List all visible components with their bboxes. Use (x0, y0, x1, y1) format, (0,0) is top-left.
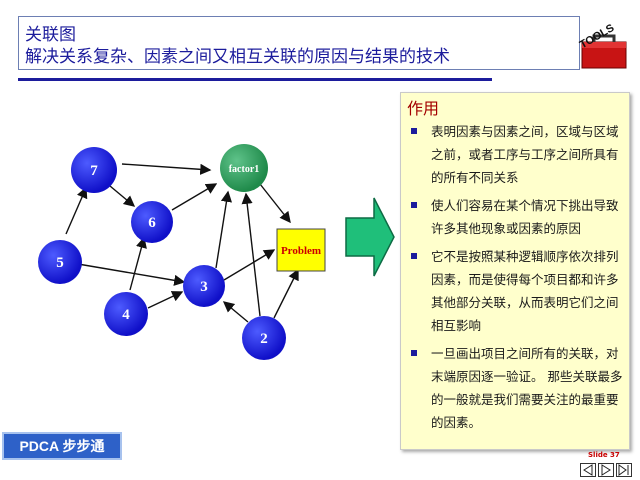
prev-slide-icon (583, 464, 593, 476)
end-slide-icon (618, 464, 629, 476)
edge-5-7 (65, 186, 88, 235)
edge-7-factor1 (121, 163, 212, 175)
node-5-label: 5 (56, 255, 64, 271)
bullet-text: 使人们容易在某个情况下挑出导致许多其他现象或因素的原因 (431, 198, 619, 236)
bullet-item: 表明因素与因素之间，区域与区域之前，或者工序与工序之间所具有的所有不同关系 (407, 120, 625, 189)
slide-number: Slide 37 (588, 451, 620, 459)
node-4-label: 4 (122, 307, 130, 323)
relationship-diagram: 7 6 5 4 3 2 factor1 Problem (38, 122, 338, 380)
node-factor1: factor1 (220, 144, 268, 192)
square-bullet-icon (411, 202, 417, 208)
bullet-item: 一旦画出项目之间所有的关联，对末端原因逐一验证。 那些关联最多的一般就是我们需要… (407, 342, 625, 434)
bullet-text: 表明因素与因素之间，区域与区域之前，或者工序与工序之间所具有的所有不同关系 (431, 124, 619, 185)
edge-2-factor1 (241, 192, 261, 317)
node-3: 3 (183, 265, 225, 307)
explanation-panel: 作用 表明因素与因素之间，区域与区域之前，或者工序与工序之间所具有的所有不同关系… (400, 92, 630, 450)
square-bullet-icon (411, 350, 417, 356)
green-arrow-icon (344, 196, 396, 278)
edge-5-3 (77, 263, 186, 286)
square-bullet-icon (411, 128, 417, 134)
node-7-label: 7 (90, 163, 98, 179)
edge-4-6 (129, 236, 147, 291)
next-slide-button[interactable] (598, 463, 614, 477)
edge-3-problem (223, 249, 276, 281)
bullet-text: 一旦画出项目之间所有的关联，对末端原因逐一验证。 那些关联最多的一般就是我们需要… (431, 346, 623, 430)
slide-subtitle: 解决关系复杂、因素之间又相互关联的原因与结果的技术 (25, 47, 450, 67)
title-underline (18, 78, 492, 81)
diagram-edges (65, 163, 299, 323)
bullet-item: 它不是按照某种逻辑顺序依次排列因素，而是使得每个项目都和许多其他部分关联，从而表… (407, 245, 625, 337)
node-5: 5 (38, 240, 82, 284)
node-factor1-label: factor1 (229, 164, 260, 175)
slide-title: 关联图 (25, 25, 76, 45)
bullet-item: 使人们容易在某个情况下挑出导致许多其他现象或因素的原因 (407, 194, 625, 240)
pdca-badge: PDCA 步步通 (2, 432, 122, 460)
edge-factor1-problem (259, 183, 291, 224)
bullet-list: 表明因素与因素之间，区域与区域之前，或者工序与工序之间所具有的所有不同关系 使人… (407, 120, 625, 439)
edge-2-3 (222, 301, 249, 323)
title-box: 关联图 解决关系复杂、因素之间又相互关联的原因与结果的技术 (18, 16, 580, 70)
node-6-label: 6 (148, 215, 156, 231)
end-slide-button[interactable] (616, 463, 632, 477)
node-2: 2 (242, 316, 286, 360)
node-4: 4 (104, 292, 148, 336)
edge-4-3 (147, 291, 184, 309)
edge-6-factor1 (171, 183, 218, 211)
node-problem: Problem (276, 228, 326, 272)
next-slide-icon (601, 464, 611, 476)
node-7: 7 (71, 147, 117, 193)
edge-2-problem (273, 268, 299, 319)
edge-3-factor1 (215, 190, 233, 269)
panel-title: 作用 (407, 99, 440, 118)
bullet-text: 它不是按照某种逻辑顺序依次排列因素，而是使得每个项目都和许多其他部分关联，从而表… (431, 249, 619, 333)
node-problem-label: Problem (281, 245, 321, 257)
square-bullet-icon (411, 253, 417, 259)
node-2-label: 2 (260, 331, 268, 347)
toolbox-icon: TOOLS (568, 8, 634, 74)
edge-7-6 (109, 185, 136, 207)
prev-slide-button[interactable] (580, 463, 596, 477)
node-6: 6 (131, 201, 173, 243)
node-3-label: 3 (200, 279, 208, 295)
